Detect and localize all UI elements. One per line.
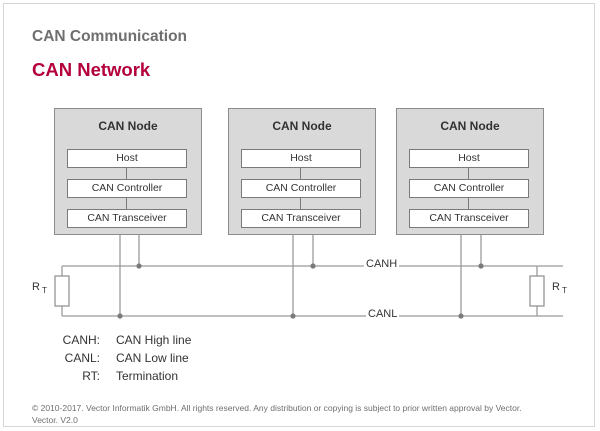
node1-canl-junction	[117, 313, 123, 319]
copyright-notice: © 2010-2017. Vector Informatik GmbH. All…	[32, 402, 592, 426]
controller-transceiver-link	[468, 198, 469, 210]
legend-value-canl: CAN Low line	[116, 351, 189, 365]
host-block: Host	[241, 149, 361, 168]
legend-key-canh: CANH:	[62, 333, 100, 347]
can-node-2: CAN Node Host CAN Controller CAN Transce…	[228, 108, 376, 235]
host-controller-link	[300, 168, 301, 180]
can-controller-block: CAN Controller	[409, 179, 529, 198]
canh-label: CANH	[364, 258, 400, 270]
can-transceiver-block: CAN Transceiver	[241, 209, 361, 228]
termination-symbol: R	[32, 281, 40, 293]
controller-transceiver-link	[300, 198, 301, 210]
right-termination-resistor	[529, 275, 545, 307]
legend-key-canl: CANL:	[64, 351, 100, 365]
controller-transceiver-link	[126, 198, 127, 210]
node-title: CAN Node	[272, 119, 332, 133]
section-subtitle: CAN Communication	[32, 28, 187, 45]
node1-canh-junction	[136, 263, 142, 269]
host-controller-link	[126, 168, 127, 180]
termination-subscript: T	[41, 286, 47, 295]
host-controller-link	[468, 168, 469, 180]
can-transceiver-block: CAN Transceiver	[409, 209, 529, 228]
legend-key-rt: RT:	[82, 369, 100, 383]
termination-symbol: R	[552, 281, 560, 293]
can-controller-block: CAN Controller	[67, 179, 187, 198]
node2-canh-junction	[310, 263, 316, 269]
host-block: Host	[67, 149, 187, 168]
host-block: Host	[409, 149, 529, 168]
legend-value-canh: CAN High line	[116, 333, 192, 347]
canl-label: CANL	[366, 308, 400, 320]
left-termination-resistor	[54, 275, 70, 307]
node2-canl-junction	[290, 313, 296, 319]
node-title: CAN Node	[440, 119, 500, 133]
can-node-1: CAN Node Host CAN Controller CAN Transce…	[54, 108, 202, 235]
diagram-title: CAN Network	[32, 59, 151, 80]
copyright-line-2: Vector. V2.0	[32, 415, 78, 425]
can-node-3: CAN Node Host CAN Controller CAN Transce…	[396, 108, 544, 235]
termination-subscript: T	[561, 286, 567, 295]
node-title: CAN Node	[98, 119, 158, 133]
node3-canl-junction	[458, 313, 464, 319]
can-controller-block: CAN Controller	[241, 179, 361, 198]
figure-frame	[3, 3, 595, 427]
node3-canh-junction	[478, 263, 484, 269]
legend-value-rt: Termination	[116, 369, 179, 383]
can-transceiver-block: CAN Transceiver	[67, 209, 187, 228]
copyright-line-1: © 2010-2017. Vector Informatik GmbH. All…	[32, 403, 522, 413]
